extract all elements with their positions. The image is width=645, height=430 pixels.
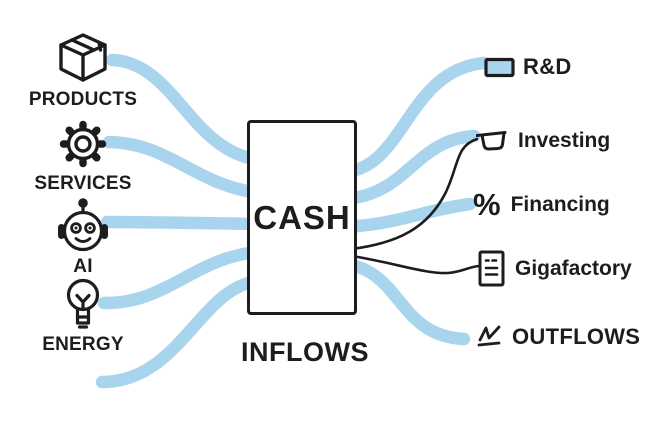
- flow-services-to-cash: [102, 135, 267, 200]
- flow-cash-to-investing: [339, 129, 481, 206]
- lightbulb-icon: [66, 278, 100, 329]
- receipt-icon: [478, 250, 505, 287]
- target-label: R&D: [523, 54, 572, 79]
- target-label: Gigafactory: [515, 256, 632, 280]
- source-products: PRODUCTS: [18, 31, 148, 111]
- gear-icon: [59, 120, 107, 168]
- flow-products-to-cash: [105, 53, 267, 167]
- flow-extra-to-cash: [95, 274, 265, 389]
- source-label: PRODUCTS: [28, 89, 138, 110]
- target-label: Investing: [518, 128, 611, 152]
- flow-cash-to-outflows: [339, 257, 471, 346]
- robot-icon: [58, 198, 108, 252]
- target-rnd: R&D: [484, 54, 572, 80]
- target-label: Financing: [510, 192, 610, 216]
- swatch-icon: [484, 57, 515, 77]
- source-services: SERVICES: [18, 119, 148, 195]
- target-gigafactory: Gigafactory: [478, 250, 632, 287]
- inflows-caption: INFLOWS: [241, 337, 369, 367]
- source-label: SERVICES: [34, 173, 132, 194]
- cash-box: CASH: [247, 120, 357, 315]
- flow-cash-to-rnd: [339, 56, 491, 179]
- target-financing: % Financing: [473, 189, 610, 220]
- target-outflows: OUTFLOWS: [477, 324, 640, 350]
- percent-icon: %: [473, 187, 501, 222]
- flow-ai-to-cash: [100, 215, 267, 231]
- source-ai: AI: [18, 196, 148, 278]
- cup-icon: [476, 131, 507, 151]
- target-label: OUTFLOWS: [512, 324, 641, 349]
- package-icon: [59, 33, 107, 82]
- source-energy: ENERGY: [18, 278, 148, 356]
- line-cash-to-investing: [350, 137, 479, 251]
- flow-energy-to-cash: [97, 245, 267, 310]
- cash-box-label: CASH: [253, 198, 351, 236]
- flow-cash-to-financing: [339, 197, 477, 234]
- source-label: ENERGY: [42, 334, 124, 355]
- chart-zigzag-icon: [477, 325, 501, 346]
- line-cash-to-gigafactory: [350, 254, 481, 275]
- source-label: AI: [73, 256, 93, 277]
- target-investing: Investing: [476, 128, 610, 153]
